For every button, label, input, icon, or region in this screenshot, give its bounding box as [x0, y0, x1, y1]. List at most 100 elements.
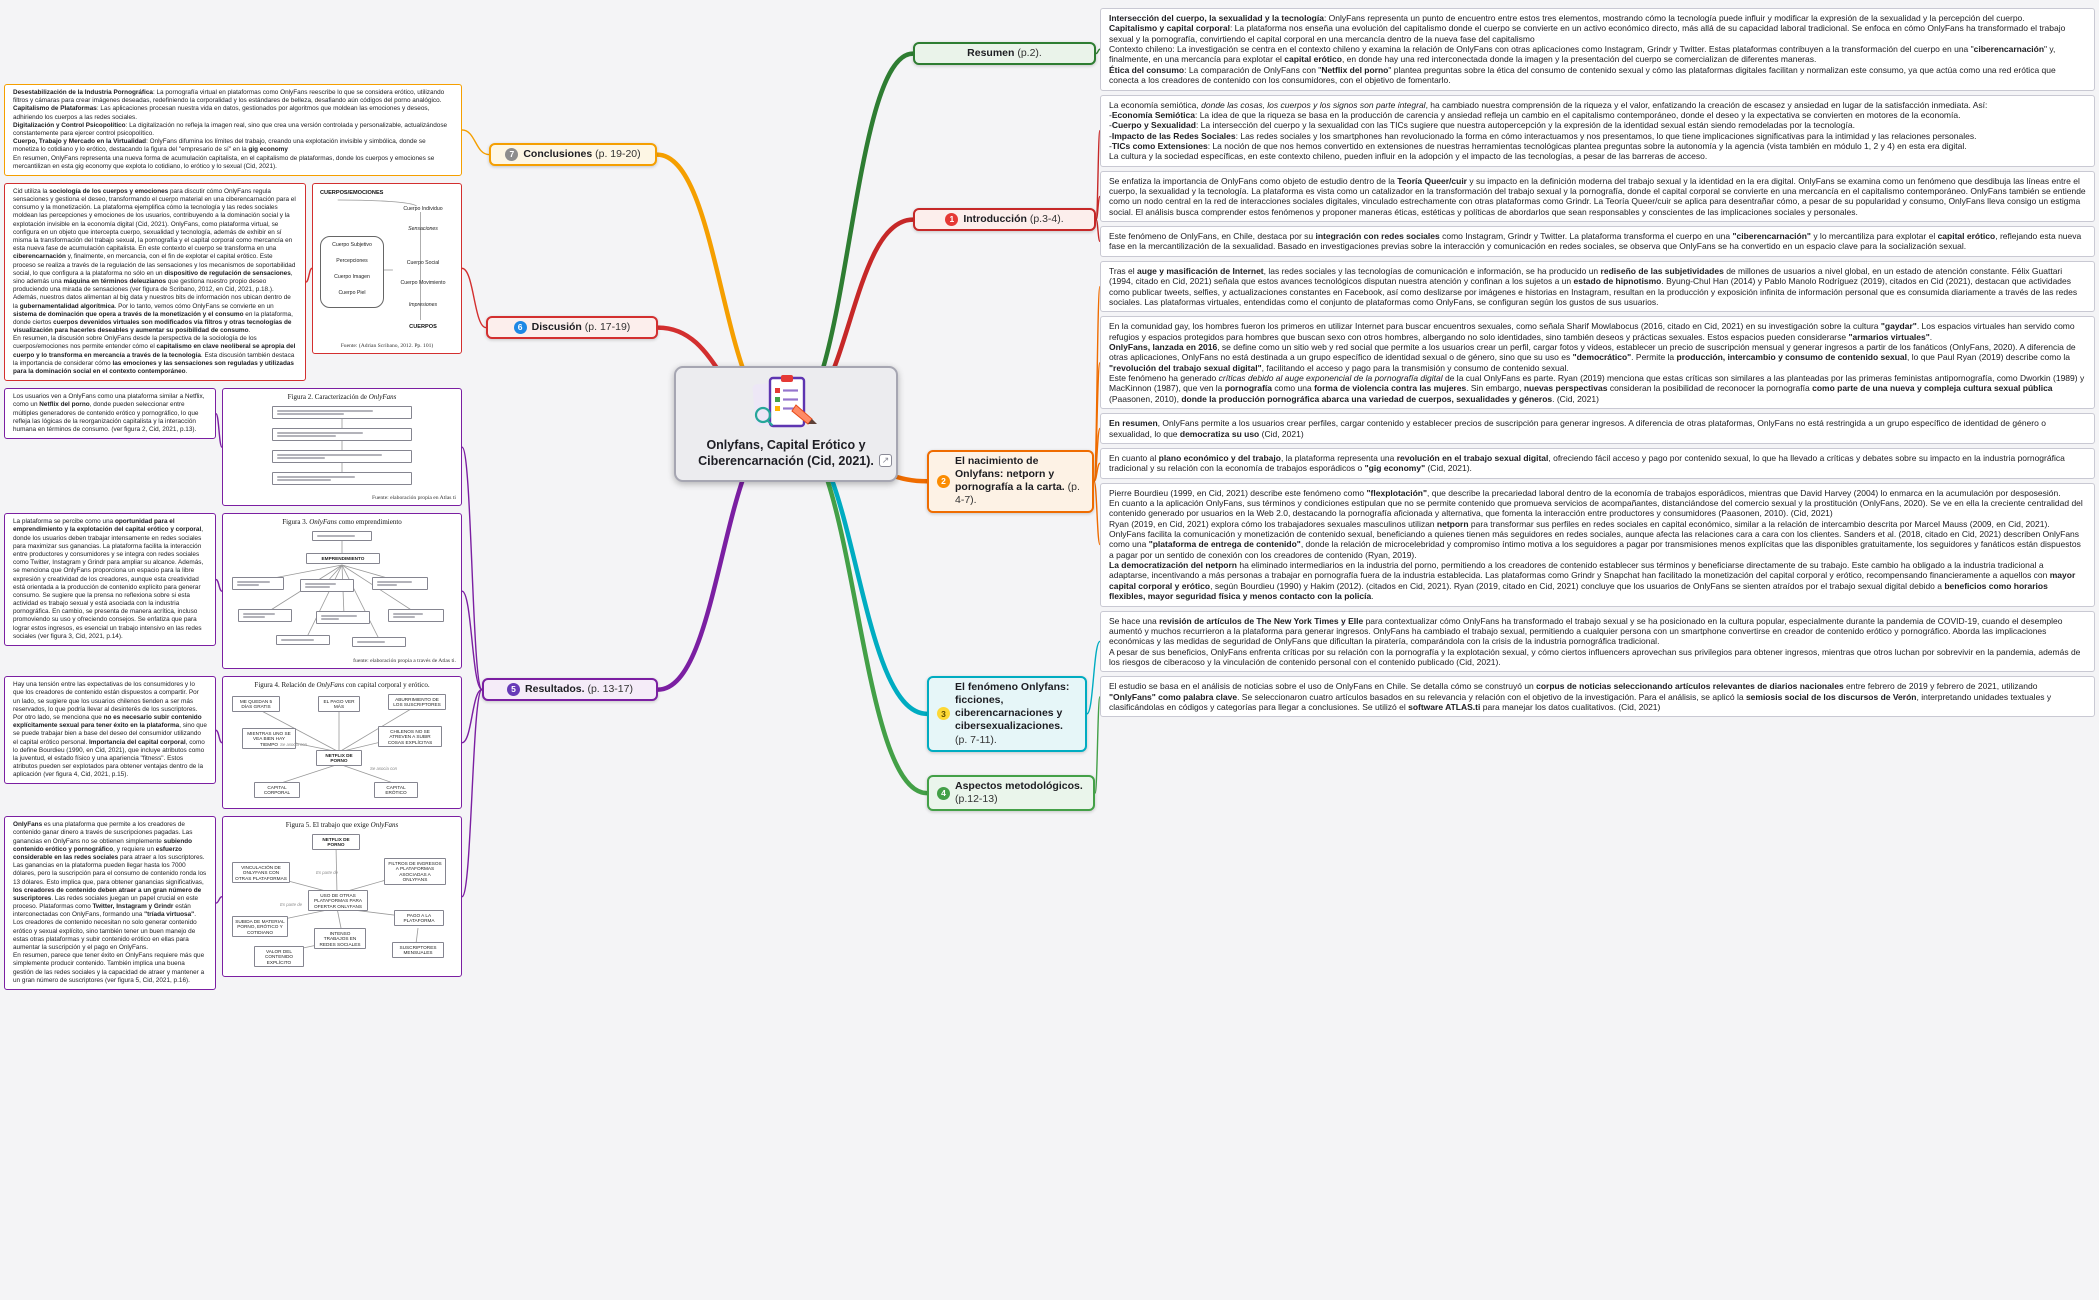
priority-1-badge: 1	[945, 213, 959, 227]
scribano-item: Cuerpo Movimiento	[400, 279, 446, 286]
placeholder-text-line	[277, 410, 374, 412]
note-resultados-netflix[interactable]: Los usuarios ven a OnlyFans como una pla…	[4, 388, 216, 440]
figure-5-card[interactable]: Figura 5. El trabajo que exige OnlyFans …	[222, 816, 462, 978]
branch-label-resultados: Resultados. (p. 13-17)	[525, 683, 633, 695]
branch-node-resultados[interactable]: 5 Resultados. (p. 13-17)	[482, 678, 658, 702]
code-box	[312, 531, 372, 541]
scribano-item: Percepciones	[336, 257, 368, 264]
placeholder-text-line	[281, 639, 314, 641]
code-box	[272, 450, 412, 463]
priority-3-badge: 3	[937, 707, 950, 721]
note-nacimiento-flexplotacion[interactable]: Pierre Bourdieu (1999, en Cid, 2021) des…	[1100, 482, 2095, 607]
placeholder-text-line	[317, 535, 355, 537]
note-introduccion-teoria-queer[interactable]: Se enfatiza la importancia de OnlyFans c…	[1100, 170, 2095, 223]
placeholder-text-line	[277, 476, 355, 478]
edge-label: Es parte de	[280, 902, 302, 908]
priority-4-badge: 4	[937, 786, 950, 800]
placeholder-text-line	[321, 615, 357, 617]
figure-5-diagram: NETFLIX DE PORNO VINCULACIÓN DE ONLYFANS…	[228, 832, 456, 972]
priority-5-badge: 5	[507, 683, 521, 697]
branch-label-aspectos: Aspectos metodológicos. (p.12-13)	[955, 780, 1083, 806]
scribano-item: CUERPOS	[409, 323, 437, 330]
scribano-group-outline	[320, 235, 384, 308]
note-resultados-trabajo[interactable]: OnlyFans es una plataforma que permite a…	[4, 816, 216, 990]
note-nacimiento-subjetividades[interactable]: Tras el auge y masificación de Internet,…	[1100, 260, 2095, 313]
branch-node-aspectos[interactable]: 4 Aspectos metodológicos. (p.12-13)	[927, 775, 1095, 812]
figure-scribano-card[interactable]: CUERPOS/EMOCIONES Cuerpo Individuo Sensa…	[312, 182, 462, 354]
priority-6-badge: 6	[513, 321, 527, 335]
note-nacimiento-plano-economico[interactable]: En cuanto al plano económico y del traba…	[1100, 447, 2095, 479]
note-resultados-emprendimiento[interactable]: La plataforma se percibe como una oportu…	[4, 513, 216, 646]
figure-2-diagram	[228, 404, 456, 492]
figure-2-card[interactable]: Figura 2. Caracterización de OnlyFans Fu…	[222, 388, 462, 507]
note-aspectos-metodologia[interactable]: El estudio se basa en el análisis de not…	[1100, 676, 2095, 718]
code-box: CHILENOS NO SE ATREVEN A SUBIR COSAS EXP…	[378, 726, 442, 748]
note-resultados-tension[interactable]: Hay una tensión entre las expectativas d…	[4, 676, 216, 785]
scribano-diagram: CUERPOS/EMOCIONES Cuerpo Individuo Sensa…	[318, 188, 456, 340]
placeholder-text-line	[277, 457, 326, 459]
branch-node-conclusiones[interactable]: 7 Conclusiones (p. 19-20)	[489, 143, 657, 167]
placeholder-text-line	[237, 581, 271, 583]
branch-label-discusion: Discusión (p. 17-19)	[531, 321, 631, 333]
note-fenomeno-prensa[interactable]: Se hace una revisión de artículos de The…	[1100, 610, 2095, 673]
branch-label-introduccion: Introducción (p.3-4).	[963, 213, 1064, 225]
code-box: MIENTRAS UNO SE VEA BIEN HAY TIEMPO	[242, 728, 296, 750]
placeholder-text-line	[277, 435, 336, 437]
code-box: VINCULACIÓN DE ONLYFANS CON OTRAS PLATAF…	[232, 862, 290, 884]
code-box: NETFLIX DE PORNO	[316, 750, 362, 766]
placeholder-text-line	[393, 616, 415, 618]
scribano-item: Cuerpo Piel	[338, 289, 366, 296]
figure-connector-lines	[255, 705, 417, 785]
branch-node-resumen[interactable]: Resumen (p.2).	[913, 42, 1096, 66]
code-box: PAGO A LA PLATAFORMA	[394, 910, 444, 926]
scribano-item: Sensaciones	[408, 225, 438, 232]
note-introduccion-chile[interactable]: Este fenómeno de OnlyFans, en Chile, des…	[1100, 226, 2095, 257]
code-box: USO DE OTRAS PLATAFORMAS PARA OFERTAR ON…	[308, 890, 368, 912]
central-topic-node[interactable]: Onlyfans, Capital Erótico y Ciberencarna…	[674, 366, 898, 482]
scribano-item: Cuerpo Social	[406, 259, 440, 266]
code-box: CAPITAL CORPORAL	[254, 782, 300, 798]
placeholder-text-line	[277, 432, 363, 434]
figure-4-card[interactable]: Figura 4. Relación de OnlyFans con capit…	[222, 676, 462, 810]
code-box: SUBIDA DE MATERIAL PORNO, ERÓTICO Y COTI…	[232, 916, 288, 938]
placeholder-text-line	[393, 613, 423, 615]
code-box	[372, 577, 428, 590]
branch-label-conclusiones: Conclusiones (p. 19-20)	[523, 148, 641, 160]
right-notes-column: Intersección del cuerpo, la sexualidad y…	[1100, 8, 2095, 718]
open-link-icon[interactable]: ↗	[879, 453, 892, 467]
placeholder-text-line	[305, 586, 330, 588]
branch-node-fenomeno[interactable]: 3 El fenómeno Onlyfans: ficciones, ciber…	[927, 676, 1087, 752]
note-introduccion-economia-semiotica[interactable]: La economía semiótica, donde las cosas, …	[1100, 94, 2095, 167]
figure-3-card[interactable]: Figura 3. OnlyFans como emprendimiento	[222, 513, 462, 670]
note-nacimiento-resumen[interactable]: En resumen, OnlyFans permite a los usuar…	[1100, 413, 2095, 444]
figure-3-caption: Figura 3. OnlyFans como emprendimiento	[282, 518, 402, 527]
resultados-row-2: La plataforma se percibe como una oportu…	[4, 513, 462, 670]
placeholder-text-line	[357, 641, 385, 643]
note-discusion-detail[interactable]: Cid utiliza la sociología de los cuerpos…	[4, 182, 306, 382]
note-conclusiones-detail[interactable]: Desestabilización de la Industria Pornog…	[4, 84, 462, 176]
note-resumen-detail[interactable]: Intersección del cuerpo, la sexualidad y…	[1100, 8, 2095, 91]
priority-2-badge: 2	[937, 474, 950, 488]
code-box: SUSCRIPTORES MENSUALES	[392, 942, 444, 958]
note-nacimiento-comunidad-gay[interactable]: En la comunidad gay, los hombres fueron …	[1100, 316, 2095, 410]
placeholder-text-line	[237, 584, 260, 586]
branch-label-fenomeno: El fenómeno Onlyfans: ficciones, ciberen…	[955, 681, 1070, 746]
figure-4-caption: Figura 4. Relación de OnlyFans con capit…	[254, 681, 430, 690]
branch-label-nacimiento: El nacimiento de Onlyfans: netporn y por…	[955, 455, 1080, 507]
figure-3-diagram: EMPRENDIMIENTO	[228, 529, 456, 655]
placeholder-text-line	[243, 613, 275, 615]
figure-3-source: fuente: elaboración propia a través de A…	[353, 658, 456, 665]
edge-label: Se asocia con	[280, 742, 307, 748]
code-box	[272, 472, 412, 485]
code-box	[388, 609, 444, 622]
branch-node-introduccion[interactable]: 1 Introducción (p.3-4).	[913, 208, 1096, 232]
code-box	[232, 577, 284, 590]
branch-node-nacimiento[interactable]: 2 El nacimiento de Onlyfans: netporn y p…	[927, 450, 1094, 513]
placeholder-text-line	[321, 618, 340, 620]
branch-node-discusion[interactable]: 6 Discusión (p. 17-19)	[486, 316, 658, 340]
scribano-item: Cuerpo Individuo	[403, 205, 443, 212]
resultados-row-4: OnlyFans es una plataforma que permite a…	[4, 816, 462, 990]
scribano-title: CUERPOS/EMOCIONES	[320, 189, 384, 196]
code-box	[316, 611, 370, 624]
